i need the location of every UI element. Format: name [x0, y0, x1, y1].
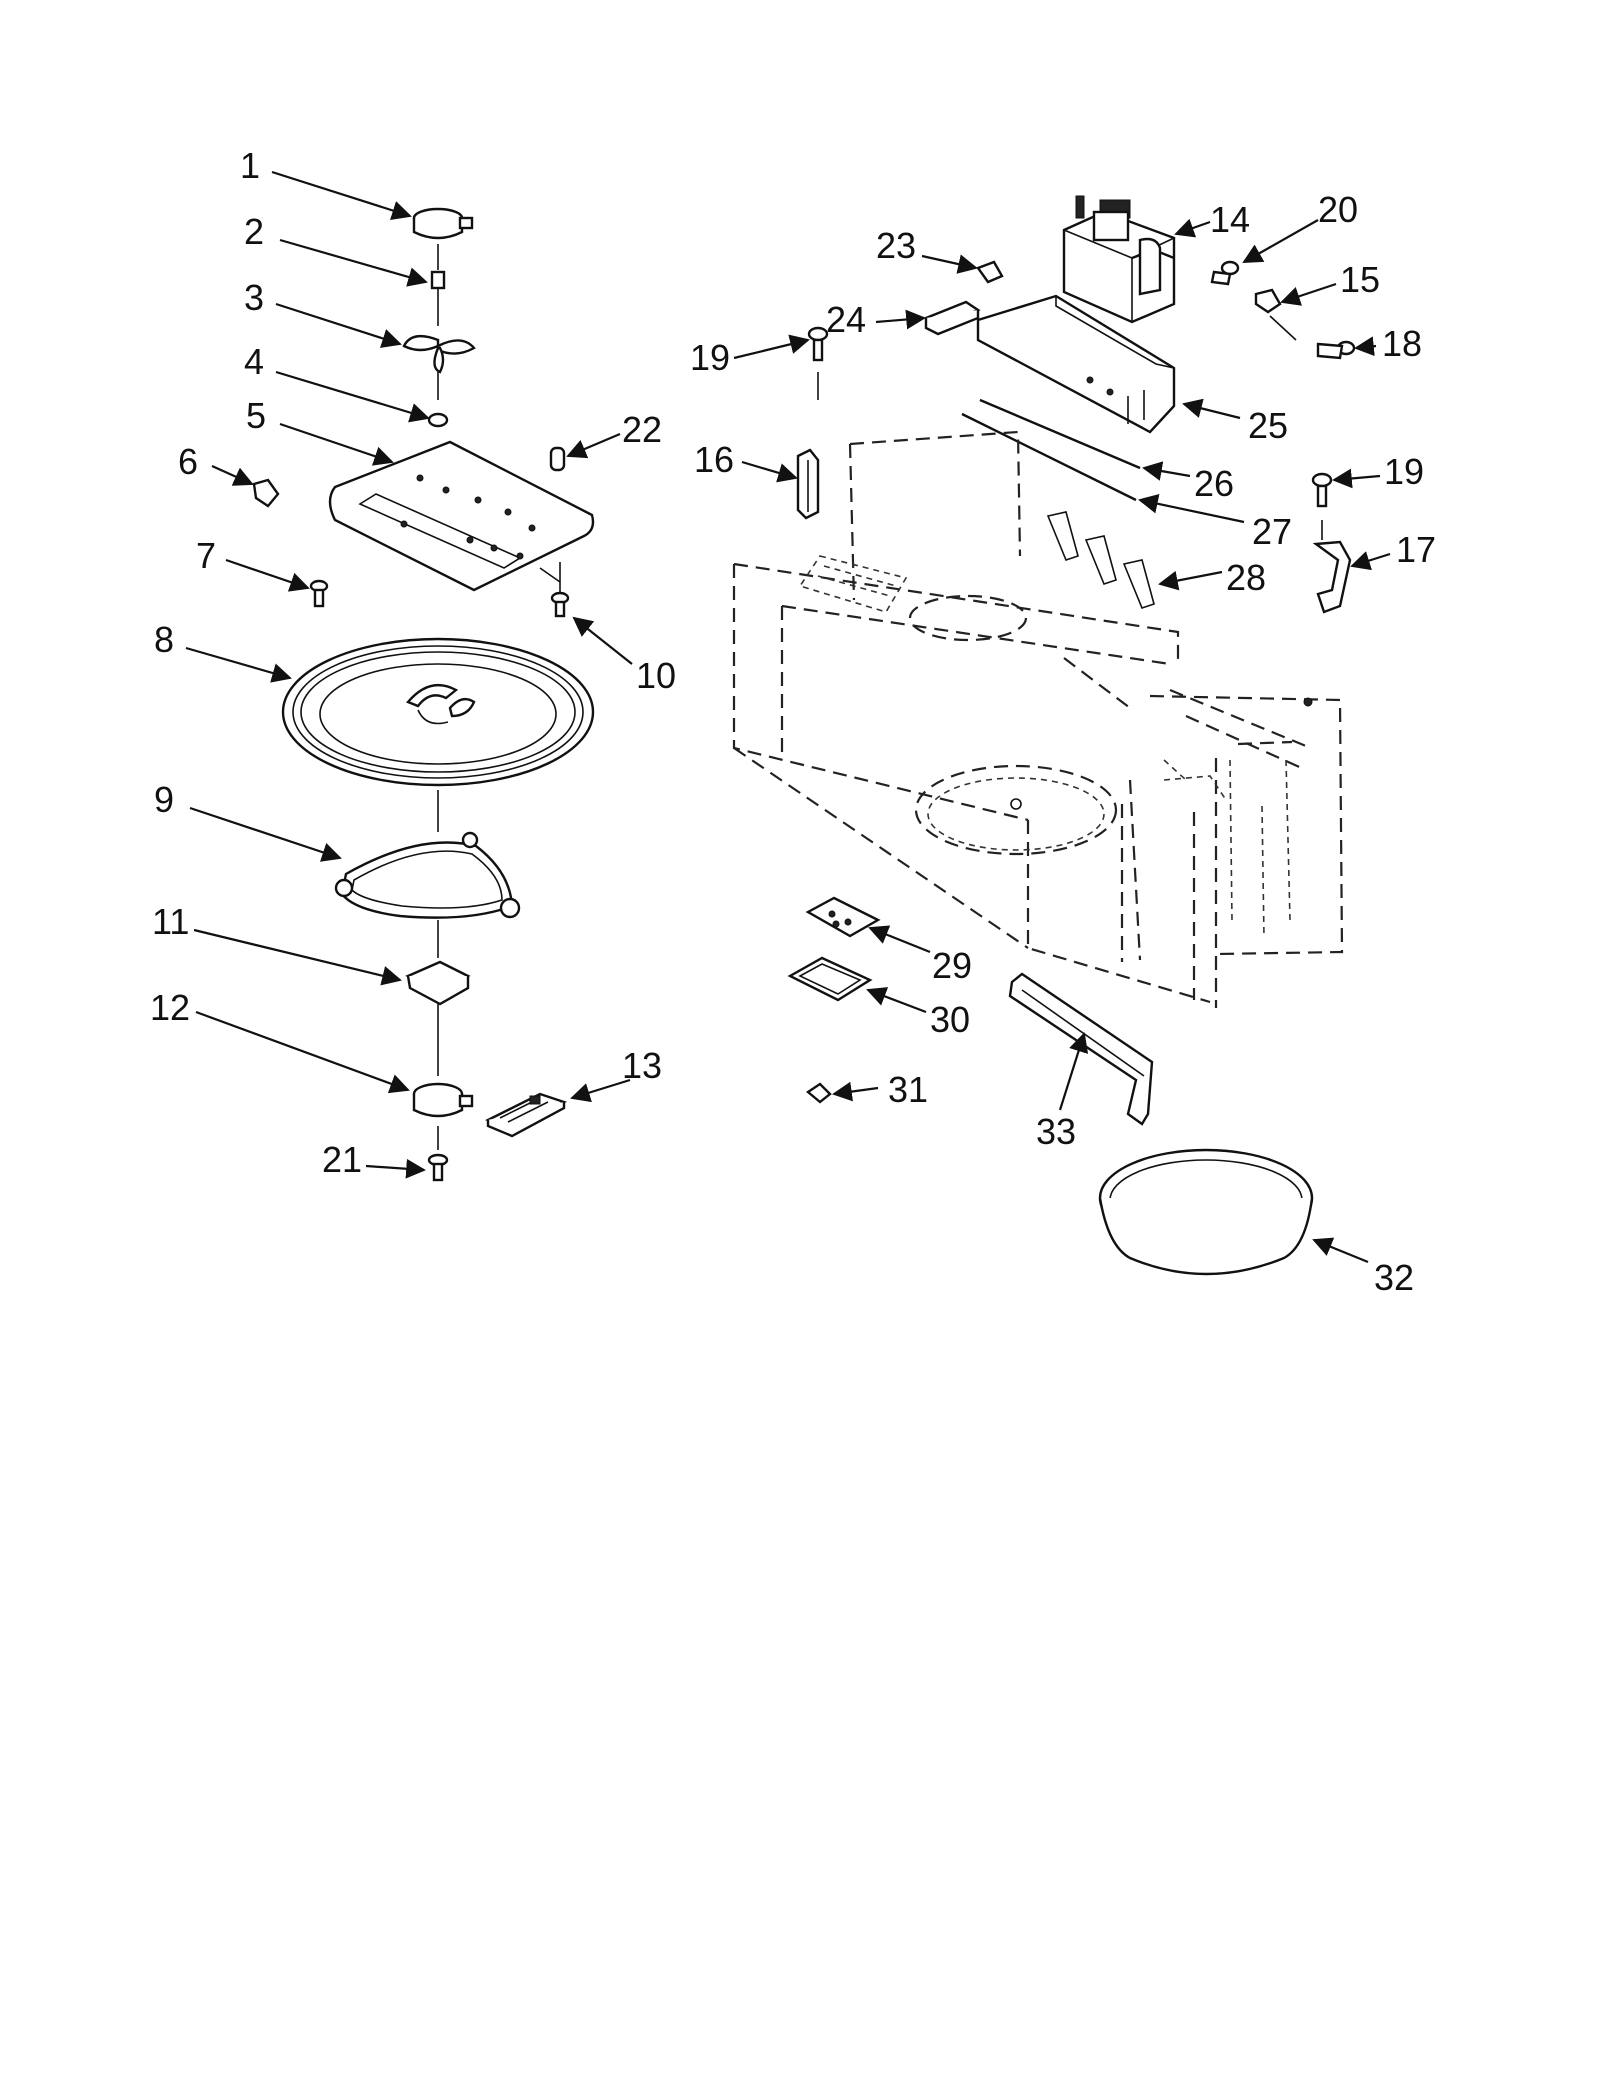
part-6-clip [252, 478, 280, 508]
part-21-screw [427, 1126, 449, 1182]
part-25-cover [976, 294, 1176, 434]
part-27-rod [961, 412, 1137, 502]
part-30-filter [787, 956, 873, 1002]
callout-2: 2 [244, 211, 264, 252]
part-13-switch [485, 1092, 568, 1138]
part-22-grommet [549, 446, 566, 472]
callout-4: 4 [244, 341, 264, 382]
callout-11: 11 [152, 901, 189, 942]
callout-28: 28 [1226, 557, 1266, 598]
callout-17: 17 [1396, 529, 1436, 570]
part-19-screw-right [1311, 472, 1333, 540]
part-33-vent [1008, 972, 1154, 1126]
part-1-motor [412, 207, 474, 240]
callout-19-right: 19 [1384, 451, 1424, 492]
callout-8: 8 [154, 619, 174, 660]
part-8-turntable [281, 637, 595, 832]
callout-9: 9 [154, 779, 174, 820]
oven-cavity-outline [732, 430, 1344, 1008]
part-3-fan-blade [402, 334, 476, 400]
part-11-coupler [405, 960, 471, 1076]
part-26-heater [979, 398, 1141, 470]
part-32-bowl [1098, 1148, 1314, 1276]
callout-12: 12 [150, 987, 190, 1028]
part-20-screw [1210, 260, 1240, 286]
callout-16: 16 [694, 439, 734, 480]
callout-18: 18 [1382, 323, 1422, 364]
part-29-plate [805, 896, 881, 938]
callout-22: 22 [622, 409, 662, 450]
part-9-roller-ring [334, 831, 521, 958]
callout-10: 10 [636, 655, 676, 696]
callout-15: 15 [1340, 259, 1380, 300]
callout-26: 26 [1194, 463, 1234, 504]
callout-30: 30 [930, 999, 970, 1040]
callout-25: 25 [1248, 405, 1288, 446]
callout-3: 3 [244, 277, 264, 318]
callout-5: 5 [246, 395, 266, 436]
part-5-plate [328, 440, 595, 592]
callout-19-left: 19 [690, 337, 730, 378]
part-10-screw [550, 562, 570, 618]
callout-1: 1 [240, 145, 260, 186]
part-14-transformer [1062, 195, 1176, 324]
part-2-coupler [430, 244, 446, 326]
part-15-clip [1254, 288, 1282, 314]
part-12-motor [412, 1082, 474, 1118]
callout-21: 21 [322, 1139, 362, 1180]
callout-14: 14 [1210, 199, 1250, 240]
callout-20: 20 [1318, 189, 1358, 230]
part-18-screw [1269, 315, 1356, 360]
callout-6: 6 [178, 441, 198, 482]
part-7-screw [309, 579, 329, 608]
callout-24: 24 [826, 299, 866, 340]
callout-29: 29 [932, 945, 972, 986]
callout-27: 27 [1252, 511, 1292, 552]
callout-32: 32 [1374, 1257, 1414, 1298]
callout-33: 33 [1036, 1111, 1076, 1152]
callout-23: 23 [876, 225, 916, 266]
part-16-bracket [796, 448, 820, 520]
part-17-bracket [1312, 540, 1352, 614]
part-19-screw-left [807, 326, 829, 400]
part-31-clip [805, 1082, 832, 1104]
leader-lines [185, 170, 1391, 1264]
part-23-clip [976, 260, 1004, 284]
part-4-washer [427, 412, 449, 428]
part-24-bracket [923, 300, 981, 336]
part-28-brackets [1046, 511, 1155, 609]
callout-31: 31 [888, 1069, 928, 1110]
callout-7: 7 [196, 535, 216, 576]
callout-13: 13 [622, 1045, 662, 1086]
callout-labels: 1 2 3 4 5 6 7 8 9 10 11 12 13 14 15 16 1… [150, 145, 1436, 1298]
